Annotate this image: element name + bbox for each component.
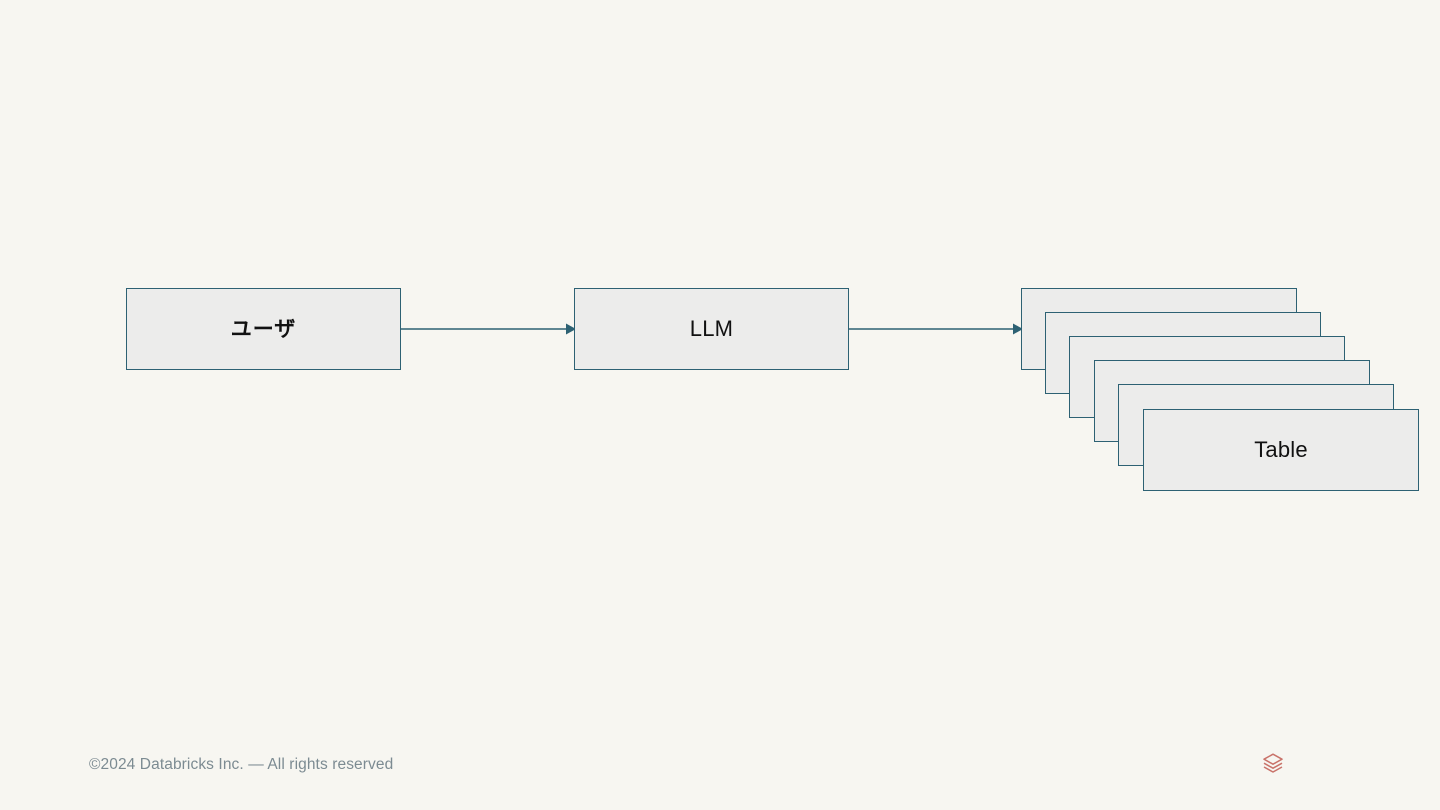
node-llm-label: LLM xyxy=(689,316,734,341)
node-table-stack[interactable]: Table xyxy=(1021,288,1421,493)
node-user[interactable]: ユーザ xyxy=(126,288,401,370)
slide-footer: ©2024 Databricks Inc. — All rights reser… xyxy=(0,740,1440,810)
node-table-label: Table xyxy=(1254,437,1308,462)
arrow-user-to-llm xyxy=(400,319,576,339)
node-user-label: ユーザ xyxy=(230,316,297,341)
node-llm[interactable]: LLM xyxy=(574,288,849,370)
arrow-llm-to-table xyxy=(848,319,1023,339)
footer-copyright-text: ©2024 Databricks Inc. — All rights reser… xyxy=(89,756,394,773)
databricks-logo xyxy=(1262,752,1284,776)
table-stack-front[interactable]: Table xyxy=(1143,409,1419,491)
